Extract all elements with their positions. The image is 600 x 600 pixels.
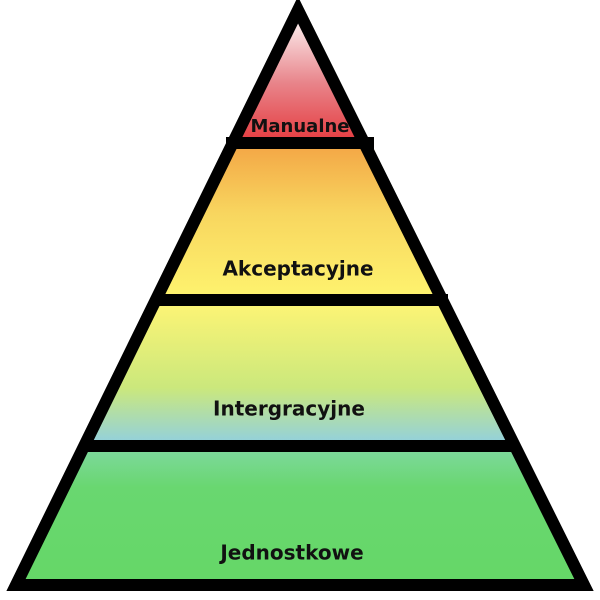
layer-manualne <box>229 10 371 143</box>
label-intergracyjne: Intergracyjne <box>213 397 365 421</box>
label-akceptacyjne: Akceptacyjne <box>222 257 373 281</box>
layer-dividers <box>83 137 517 452</box>
layer-jednostkowe <box>16 446 584 585</box>
label-manualne: Manualne <box>250 116 349 137</box>
label-jednostkowe: Jednostkowe <box>218 541 363 565</box>
layer-akceptacyjne <box>155 143 445 300</box>
layer-intergracyjne <box>86 300 514 446</box>
pyramid-outline <box>6 0 594 591</box>
